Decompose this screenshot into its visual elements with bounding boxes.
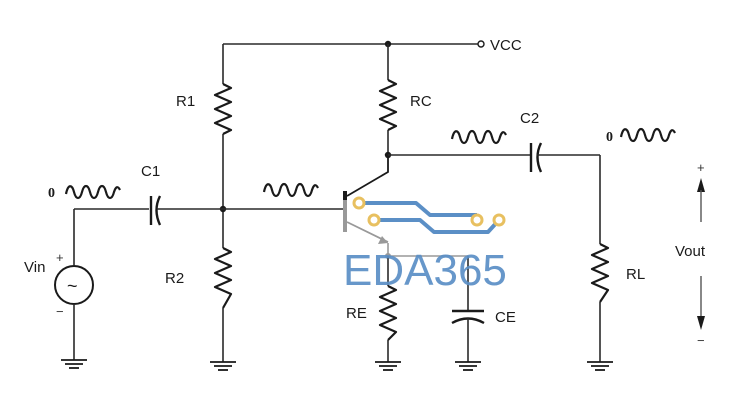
output-waveform: 0 [606, 127, 677, 145]
pcb-pad-icon [492, 213, 506, 227]
vout-plus-sign: + [697, 160, 705, 175]
vin-minus-sign: − [56, 304, 64, 319]
input-zero-label: 0 [48, 186, 55, 201]
collector-waveform [450, 129, 508, 145]
r1-label: R1 [176, 93, 195, 110]
pcb-pad-icon [470, 213, 484, 227]
vin-label: Vin [24, 259, 45, 276]
resistor-rl: RL [586, 243, 645, 371]
resistor-rc: RC [378, 44, 432, 155]
ac-source-vin: ~ Vin + − [24, 209, 94, 369]
sine-wave-icon [262, 182, 320, 198]
input-waveform: 0 [48, 184, 122, 201]
capacitor-ce: CE [451, 256, 516, 371]
sine-symbol: ~ [67, 276, 78, 296]
rl-label: RL [626, 266, 645, 283]
ground-icon [209, 361, 237, 371]
arrow-down-icon [697, 316, 705, 330]
c2-label: C2 [520, 110, 539, 127]
ground-icon [586, 361, 614, 371]
sine-wave-icon [64, 184, 122, 200]
resistor-r1: R1 [176, 44, 233, 209]
pcb-trace [374, 218, 501, 234]
output-zero-label: 0 [606, 130, 613, 145]
vcc-terminal [477, 40, 485, 48]
r2-label: R2 [165, 270, 184, 287]
ground-icon [454, 361, 482, 371]
pcb-pad-icon [352, 196, 366, 210]
c1-label: C1 [141, 163, 160, 180]
base-waveform [262, 182, 320, 198]
watermark-logo: EDA365 [343, 196, 507, 295]
re-label: RE [346, 305, 367, 322]
vout-minus-sign: − [697, 333, 705, 348]
ground-icon [374, 361, 402, 371]
vout-indicator: + Vout − [675, 160, 706, 348]
rc-label: RC [410, 93, 432, 110]
resistor-re: RE [346, 256, 402, 371]
capacitor-c1: C1 [74, 163, 345, 226]
pcb-trace [360, 201, 477, 217]
watermark-text: EDA365 [343, 246, 507, 295]
sine-wave-icon [619, 127, 677, 143]
vout-label: Vout [675, 243, 706, 260]
vin-plus-sign: + [56, 250, 64, 265]
vcc-label: VCC [490, 37, 522, 54]
capacitor-c2: C2 [388, 110, 601, 244]
arrow-up-icon [697, 178, 705, 192]
vcc-rail: VCC [223, 37, 522, 54]
ce-label: CE [495, 309, 516, 326]
sine-wave-icon [450, 129, 508, 145]
resistor-r2: R2 [165, 209, 237, 371]
ground-icon [60, 359, 88, 369]
pcb-pad-icon [367, 213, 381, 227]
